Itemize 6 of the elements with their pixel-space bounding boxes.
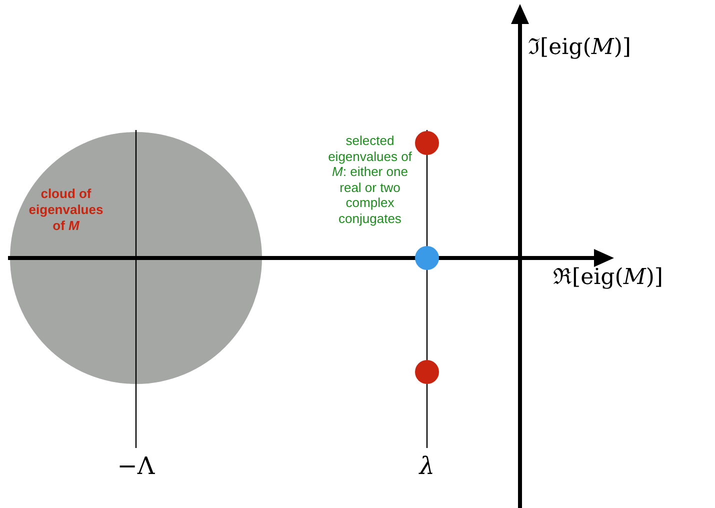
tick-label: λ <box>418 452 436 480</box>
axis-label: ℑ[eig(M)] <box>528 34 632 60</box>
annotation: selected eigenvalues of M: either one real or two complex conjugates <box>327 133 413 227</box>
tick-label: −Λ <box>116 452 156 480</box>
cloud-label: cloud of eigenvalues of M <box>28 186 104 234</box>
axis-label: ℜ[eig(M)] <box>553 264 664 290</box>
